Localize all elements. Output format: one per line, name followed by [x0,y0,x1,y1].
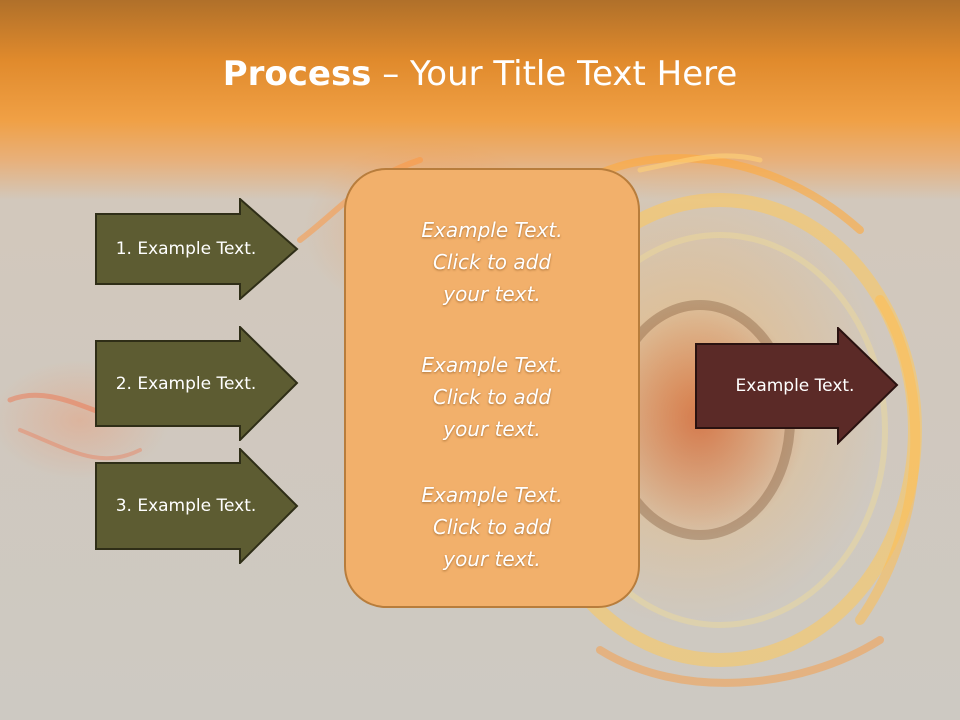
arrow-shape [95,448,299,564]
left-arrow-2-label: 2. Example Text. [115,373,257,394]
title-rest: – Your Title Text Here [371,54,738,94]
slide-title: Process – Your Title Text Here [0,52,960,96]
arrow-shape [695,327,899,445]
left-arrow-3-label: 3. Example Text. [115,496,257,516]
left-arrow-3[interactable]: 3. Example Text. [95,448,300,564]
arrow-shape [95,326,299,441]
paragraph-line: Example Text. [421,353,563,377]
center-paragraph-3[interactable]: Example Text. Click to add your text. [346,479,638,575]
paragraph-line: Click to add [432,385,552,409]
right-arrow[interactable]: Example Text. [695,327,900,445]
left-arrow-1[interactable]: 1. Example Text. [95,198,300,300]
center-paragraph-2[interactable]: Example Text. Click to add your text. [346,349,638,445]
title-bold: Process [222,54,372,94]
left-arrow-1-label: 1. Example Text. [115,239,257,259]
paragraph-line: your text. [443,547,541,571]
center-paragraph-1[interactable]: Example Text. Click to add your text. [346,214,638,310]
right-arrow-label: Example Text. [735,376,855,396]
left-arrow-2[interactable]: 2. Example Text. [95,326,300,441]
paragraph-line: your text. [443,417,541,441]
arrow-shape [95,198,299,300]
paragraph-line: Click to add [432,250,552,274]
paragraph-line: your text. [443,282,541,306]
paragraph-line: Click to add [432,515,552,539]
center-text-box[interactable]: Example Text. Click to add your text. Ex… [344,168,640,608]
paragraph-line: Example Text. [421,218,563,242]
paragraph-line: Example Text. [421,483,563,507]
